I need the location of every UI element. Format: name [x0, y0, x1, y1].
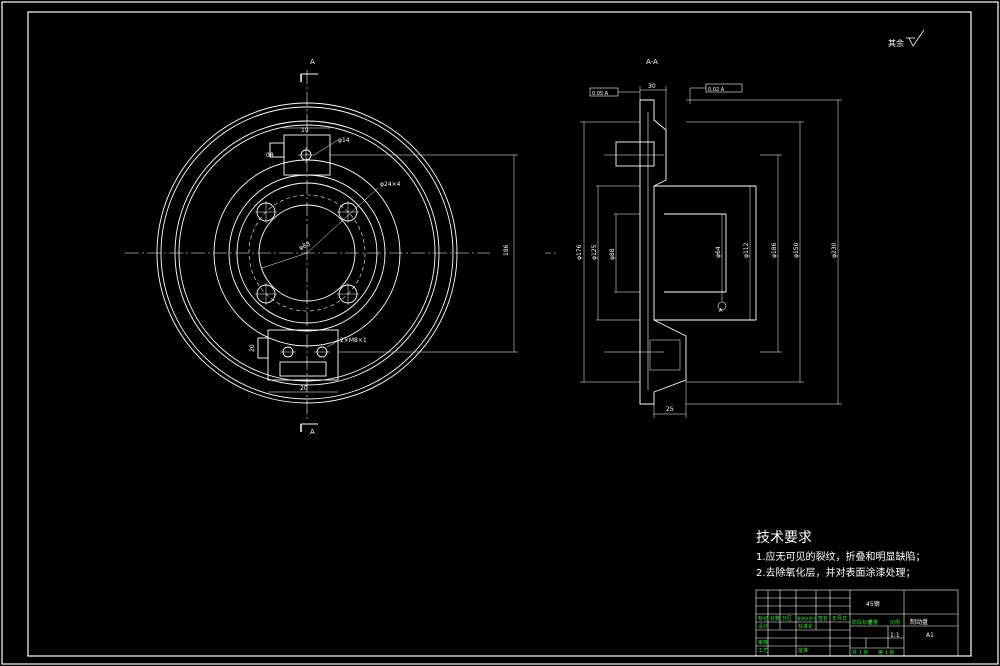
- tb-page: 第 1 张: [878, 649, 894, 656]
- tech-req-title: 技术要求: [756, 530, 812, 546]
- tb-approve: 批准: [798, 647, 808, 654]
- gtol-flatness: 0.05 A: [592, 91, 609, 97]
- tb-stage-mark: 阶段标记: [852, 619, 872, 626]
- section-view: [545, 83, 842, 418]
- tb-check: 审核: [758, 639, 768, 646]
- tb-doc-no: 更改文件号: [797, 615, 817, 621]
- dim-phi-right-4: φ230: [831, 242, 838, 258]
- section-label-top: A: [310, 58, 315, 66]
- tb-std: 标准化: [798, 623, 813, 630]
- dim-186: 186: [503, 244, 510, 256]
- tb-total: 共 1 张: [852, 649, 868, 656]
- tb-part-name: 制动盘: [910, 618, 928, 626]
- dim-20-bottom: 20: [300, 385, 308, 392]
- dim-phi-left-1: φ176: [576, 244, 583, 260]
- dim-19: 19: [301, 127, 309, 134]
- tech-req-line-2: 2.去除氧化层，并对表面涂漆处理；: [756, 566, 916, 579]
- dim-20-left: 20: [249, 344, 256, 352]
- tb-mark: 标记: [758, 615, 768, 622]
- dim-bottom: 25: [666, 406, 674, 413]
- tb-material: 45钢: [866, 600, 880, 608]
- dim-phi14: φ14: [338, 137, 350, 144]
- tb-weight: 重量: [868, 619, 878, 626]
- tb-design: 设计: [758, 623, 768, 630]
- roughness-symbol-icon: [906, 29, 925, 47]
- inner-frame: [27, 11, 972, 657]
- front-view: [125, 70, 518, 432]
- tb-date: 年月日: [832, 615, 847, 622]
- dim-phi-inner: φ88: [298, 240, 312, 251]
- gtol-runout: 0.02 A: [708, 87, 725, 93]
- tb-sheet: A1: [926, 632, 934, 639]
- section-label-bottom: A: [310, 428, 315, 436]
- dim-phi-right-3: φ186: [771, 242, 778, 258]
- dim-phi-right-1: φ64: [715, 246, 722, 258]
- tb-sign: 签名: [818, 615, 828, 622]
- tech-req-line-1: 1.应无可见的裂纹，折叠和明显缺陷；: [756, 550, 926, 563]
- note-thread: 2×M8×1: [340, 337, 367, 344]
- dim-phi-bolt-circle: φ24×4: [380, 181, 401, 188]
- tb-scale: 1:1: [890, 632, 900, 639]
- tb-count: 处数: [770, 615, 780, 622]
- dim-section-width: 30: [648, 83, 656, 90]
- datum-label: A: [719, 308, 723, 314]
- technical-requirements: 技术要求 1.应无可见的裂纹，折叠和明显缺陷； 2.去除氧化层，并对表面涂漆处理…: [756, 530, 926, 579]
- tb-zone: 分区: [782, 615, 792, 622]
- section-view-labels: A-A 0.05 A 0.02 A 30 φ176 φ125 φ88 φ64 φ…: [576, 58, 838, 413]
- roughness-note: 其余: [888, 38, 904, 48]
- front-view-labels: A A 19 08 φ14 φ24×4 φ88 186 2×M8×1 20 20: [249, 58, 510, 436]
- dim-phi-right-2: φ112: [743, 242, 750, 258]
- dim-08: 08: [266, 152, 274, 159]
- section-view-title: A-A: [646, 58, 658, 66]
- dim-phi-left-2: φ125: [591, 244, 598, 260]
- dim-phi-left-3: φ88: [609, 248, 616, 260]
- tb-craft: 工艺: [758, 648, 768, 654]
- title-block-text: 标记 处数 分区 更改文件号 签名 年月日 设计 标准化 审核 工艺 批准 阶段…: [758, 600, 934, 656]
- title-block: [755, 589, 959, 657]
- tb-ratio: 比例: [890, 619, 900, 626]
- dim-phi-150: φ150: [793, 242, 800, 258]
